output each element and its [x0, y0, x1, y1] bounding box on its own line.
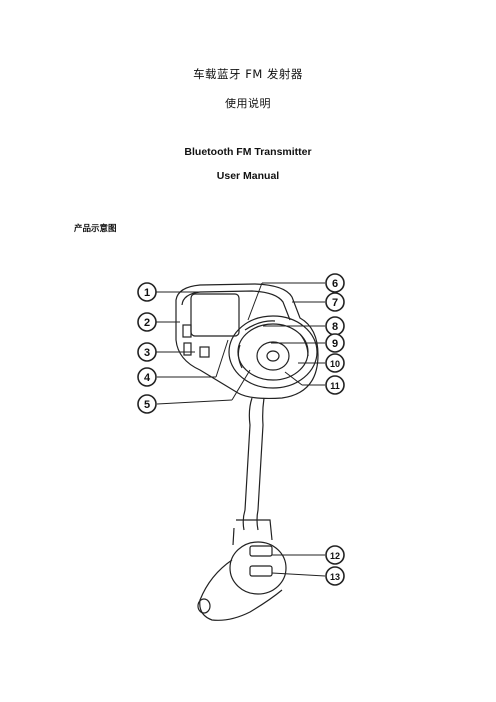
- callout-13-label: 13: [330, 572, 340, 582]
- callout-1-label: 1: [144, 287, 150, 299]
- callout-7-label: 7: [332, 297, 338, 309]
- callout-7: [325, 292, 345, 312]
- title-english: Bluetooth FM Transmitter: [184, 146, 312, 158]
- callout-11: [325, 375, 345, 395]
- callout-3: [137, 342, 157, 362]
- callout-6: [325, 273, 345, 293]
- callout-10: [325, 353, 345, 373]
- gooseneck: [242, 397, 265, 531]
- callout-11-label: 11: [330, 381, 340, 391]
- callout-9: [325, 333, 345, 353]
- callout-5-label: 5: [144, 399, 150, 411]
- callout-3-label: 3: [144, 347, 150, 359]
- charger-body: [197, 519, 287, 621]
- callout-6-label: 6: [332, 278, 338, 290]
- subtitle-english: User Manual: [216, 170, 280, 182]
- callout-4-label: 4: [144, 372, 151, 384]
- device-head: [175, 283, 319, 400]
- callout-4: [137, 367, 157, 387]
- callout-13: [325, 566, 345, 586]
- callout-1: [137, 282, 157, 302]
- callout-2: [137, 312, 157, 332]
- callout-8-label: 8: [332, 321, 338, 333]
- callout-2-label: 2: [144, 317, 150, 329]
- callout-10-label: 10: [330, 359, 340, 369]
- subtitle-chinese: 使用说明: [225, 97, 271, 110]
- callout-12-label: 12: [330, 551, 340, 561]
- section-heading: 产品示意图: [74, 224, 117, 234]
- callout-12: [325, 545, 345, 565]
- callout-5: [137, 394, 157, 414]
- callout-9-label: 9: [332, 338, 338, 350]
- title-chinese: 车载蓝牙 FM 发射器: [193, 67, 303, 81]
